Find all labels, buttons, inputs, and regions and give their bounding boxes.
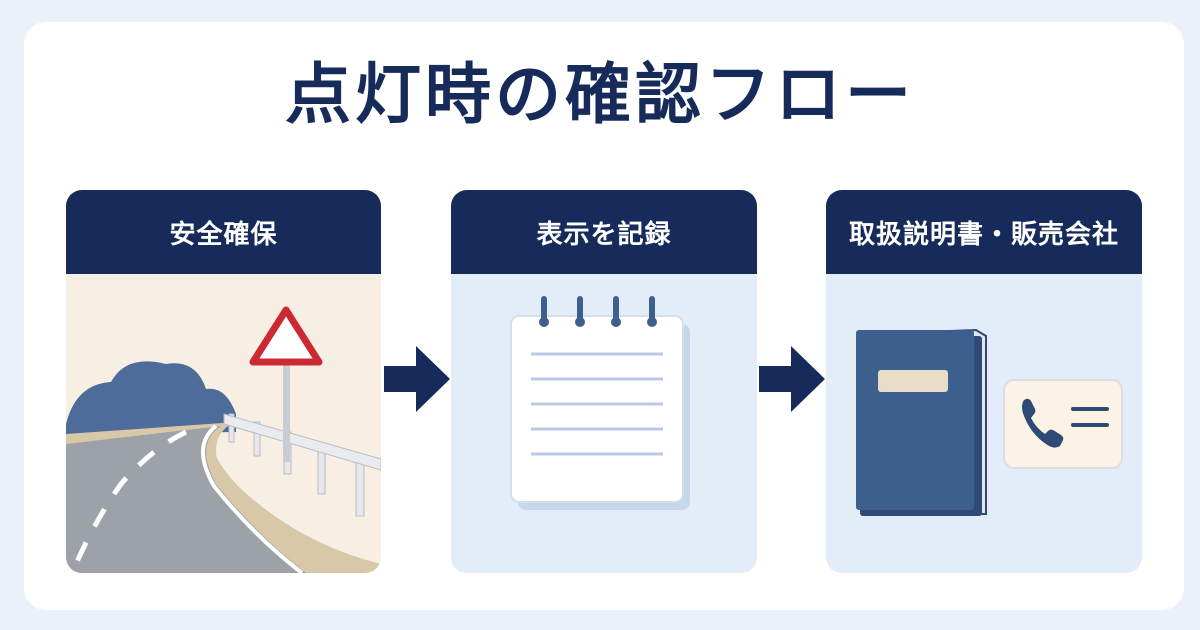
step-label-manual-dealer: 取扱説明書・販売会社	[826, 190, 1142, 274]
roadside-warning-triangle-icon	[66, 274, 381, 573]
manual-and-phone-icon	[826, 274, 1142, 573]
step-card-manual-dealer: 取扱説明書・販売会社	[826, 190, 1142, 573]
step-card-record: 表示を記録	[451, 190, 757, 573]
step-label-safety: 安全確保	[66, 190, 381, 274]
notepad-icon	[451, 274, 757, 573]
step-label-record: 表示を記録	[451, 190, 757, 274]
step-card-safety: 安全確保	[66, 190, 381, 573]
page-title: 点灯時の確認フロー	[285, 56, 915, 133]
flow-arrow-2	[759, 346, 825, 412]
flow-arrow-1	[384, 346, 450, 412]
